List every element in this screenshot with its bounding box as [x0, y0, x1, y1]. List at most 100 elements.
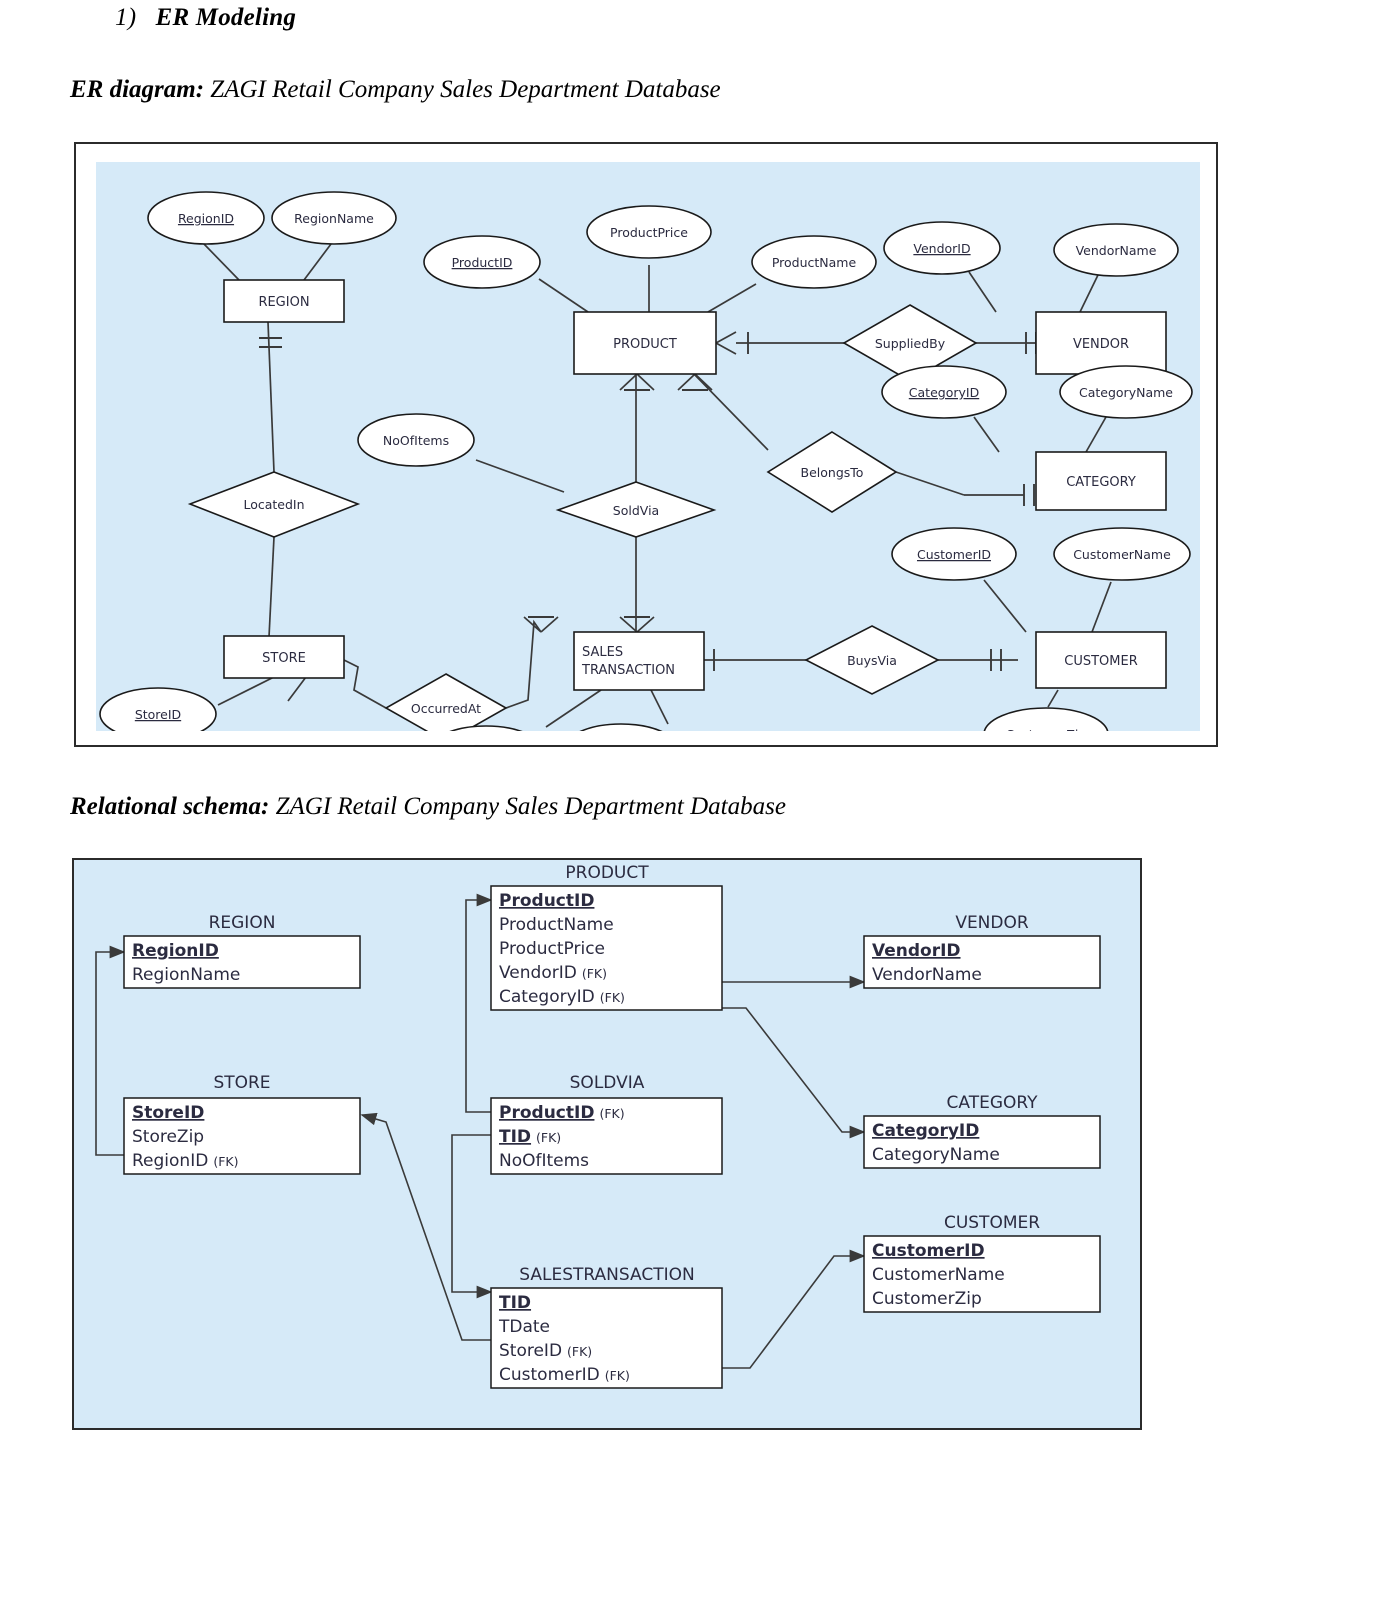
schema-field: CategoryID(FK): [499, 987, 625, 1007]
schema-table-title: CUSTOMER: [944, 1213, 1040, 1233]
schema-field: ProductPrice: [499, 939, 605, 959]
er-entity-label-line2: TRANSACTION: [581, 663, 675, 678]
er-entity-label: CUSTOMER: [1064, 654, 1137, 669]
er-attribute-label: NoOfItems: [383, 433, 449, 448]
schema-field: CustomerID(FK): [499, 1365, 630, 1385]
er-attribute-productid[interactable]: ProductID: [423, 235, 541, 289]
schema-table-salestransaction[interactable]: SALESTRANSACTION TID TDate StoreID(FK) C…: [490, 1265, 723, 1389]
er-diagram-frame: REGION STORE PRODUCT VENDOR CATEGORY: [74, 142, 1218, 747]
er-attribute-noofitems[interactable]: NoOfItems: [357, 413, 475, 467]
er-attribute-customername[interactable]: CustomerName: [1053, 527, 1191, 581]
er-attribute-label: CustomerName: [1073, 547, 1171, 562]
er-attribute-customerid[interactable]: CustomerID: [891, 527, 1017, 581]
schema-field: StoreZip: [132, 1127, 204, 1147]
schema-table-region[interactable]: REGION RegionID RegionName: [123, 913, 361, 989]
er-relationship-belongsto[interactable]: BelongsTo: [766, 431, 898, 513]
er-attribute-productprice[interactable]: ProductPrice: [586, 205, 712, 259]
schema-field: VendorID(FK): [499, 963, 607, 983]
er-diagram-svg: REGION STORE PRODUCT VENDOR CATEGORY: [99, 191, 1193, 731]
rs-caption-label: Relational schema:: [70, 793, 270, 820]
er-relationship-label: SoldVia: [613, 503, 659, 518]
er-entity-region[interactable]: REGION: [223, 279, 345, 323]
schema-table-soldvia[interactable]: SOLDVIA ProductID(FK) TID(FK) NoOfItems: [490, 1073, 723, 1175]
er-relationship-occurredat[interactable]: OccurredAt: [384, 673, 508, 731]
er-relationship-buysvia[interactable]: BuysVia: [804, 625, 940, 695]
schema-field: RegionID(FK): [132, 1151, 238, 1171]
schema-field: ProductName: [499, 915, 614, 935]
er-attribute-label: ProductName: [772, 255, 857, 270]
er-attribute-label: VendorID: [913, 241, 970, 256]
schema-field: StoreID(FK): [499, 1341, 592, 1361]
er-attribute-vendorname[interactable]: VendorName: [1053, 223, 1179, 277]
er-attribute-regionid[interactable]: RegionID: [147, 191, 265, 245]
schema-field: CustomerName: [872, 1265, 1005, 1285]
er-entity-label: STORE: [262, 651, 306, 666]
schema-field: RegionName: [132, 965, 240, 985]
er-relationship-soldvia[interactable]: SoldVia: [555, 481, 717, 538]
er-attribute-vendorid[interactable]: VendorID: [883, 221, 1001, 275]
schema-table-title: VENDOR: [955, 913, 1029, 933]
schema-table-title: PRODUCT: [565, 863, 649, 883]
relational-schema-caption: Relational schema: ZAGI Retail Company S…: [70, 793, 786, 821]
er-attribute-label: ProductPrice: [610, 225, 688, 240]
er-caption-label: ER diagram:: [70, 76, 205, 103]
er-entity-sales-transaction[interactable]: SALES TRANSACTION: [573, 631, 705, 691]
schema-table-category[interactable]: CATEGORY CategoryID CategoryName: [863, 1093, 1101, 1169]
relational-schema-frame: REGION RegionID RegionName STORE StoreID…: [72, 858, 1142, 1430]
relational-schema-svg: REGION RegionID RegionName STORE StoreID…: [95, 863, 1101, 1389]
er-attribute-label: RegionID: [178, 211, 234, 226]
er-relationship-label: LocatedIn: [243, 497, 304, 512]
schema-field: TDate: [498, 1317, 550, 1337]
er-entity-customer[interactable]: CUSTOMER: [1035, 631, 1167, 689]
schema-table-title: REGION: [209, 913, 276, 933]
er-attribute-label: CategoryName: [1079, 385, 1173, 400]
schema-field: NoOfItems: [499, 1151, 589, 1171]
er-relationship-label: SuppliedBy: [875, 336, 946, 351]
er-attribute-regionname[interactable]: RegionName: [271, 191, 397, 245]
er-attribute-label: CustomerID: [917, 547, 991, 562]
schema-field: CustomerZip: [872, 1289, 982, 1309]
er-attribute-categoryname[interactable]: CategoryName: [1059, 365, 1193, 419]
er-entity-label: REGION: [258, 295, 309, 310]
er-diagram-caption: ER diagram: ZAGI Retail Company Sales De…: [70, 76, 721, 104]
schema-table-store[interactable]: STORE StoreID StoreZip RegionID(FK): [123, 1073, 361, 1175]
schema-table-title: SOLDVIA: [570, 1073, 645, 1093]
section-title: ER Modeling: [155, 4, 297, 31]
er-attribute-label: VendorName: [1076, 243, 1157, 258]
er-attribute-productname[interactable]: ProductName: [751, 235, 877, 289]
schema-table-customer[interactable]: CUSTOMER CustomerID CustomerName Custome…: [863, 1213, 1101, 1313]
er-entity-product[interactable]: PRODUCT: [573, 311, 717, 375]
er-connectors: [203, 243, 1112, 728]
er-entity-label: VENDOR: [1073, 337, 1129, 352]
er-entity-label: PRODUCT: [613, 337, 677, 352]
er-attribute-label: RegionName: [294, 211, 374, 226]
section-heading: 1) ER Modeling: [115, 4, 296, 32]
er-relationship-locatedin[interactable]: LocatedIn: [187, 471, 361, 538]
schema-field: ProductID: [499, 891, 594, 911]
schema-table-vendor[interactable]: VENDOR VendorID VendorName: [863, 913, 1101, 989]
schema-field: CategoryID: [872, 1121, 979, 1141]
er-caption-text: ZAGI Retail Company Sales Department Dat…: [204, 76, 721, 103]
er-entity-category[interactable]: CATEGORY: [1035, 451, 1167, 511]
schema-field: VendorID: [872, 941, 961, 961]
er-entity-vendor[interactable]: VENDOR: [1035, 311, 1167, 375]
er-attribute-storeid[interactable]: StoreID: [99, 687, 217, 731]
schema-field: CategoryName: [872, 1145, 1000, 1165]
schema-table-title: STORE: [213, 1073, 270, 1093]
er-attribute-tid[interactable]: TID: [428, 725, 544, 731]
er-attribute-label: ProductID: [452, 255, 513, 270]
er-attribute-customerzip[interactable]: CustomerZip: [983, 707, 1109, 731]
er-attribute-categoryid[interactable]: CategoryID: [881, 365, 1007, 419]
schema-table-product[interactable]: PRODUCT ProductID ProductName ProductPri…: [490, 863, 723, 1011]
schema-table-title: SALESTRANSACTION: [519, 1265, 694, 1285]
er-attribute-tdate[interactable]: TDate: [563, 723, 679, 731]
schema-fk-connectors: [95, 893, 866, 1369]
rs-caption-text: ZAGI Retail Company Sales Department Dat…: [269, 793, 786, 820]
er-attribute-label: StoreID: [135, 707, 181, 722]
schema-field: StoreID: [132, 1103, 204, 1123]
schema-table-title: CATEGORY: [947, 1093, 1039, 1113]
schema-field: TID: [499, 1293, 531, 1313]
er-entity-store[interactable]: STORE: [223, 635, 345, 679]
er-attribute-label: CustomerZip: [1006, 727, 1087, 731]
schema-field: ProductID(FK): [499, 1103, 625, 1123]
